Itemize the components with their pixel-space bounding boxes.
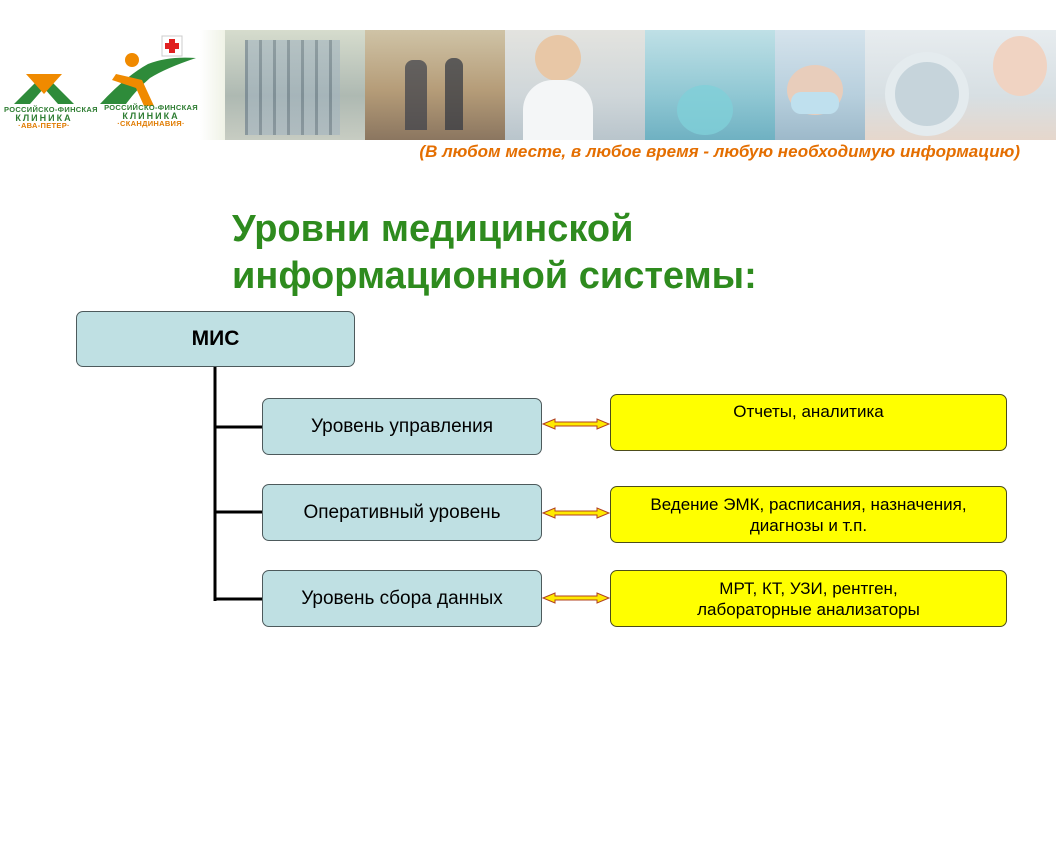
scandinavia-logo: РОССИЙСКО-ФИНСКАЯ КЛИНИКА ·СКАНДИНАВИЯ· (96, 34, 206, 134)
desc-management-box: Отчеты, аналитика (610, 394, 1007, 451)
building-photo (225, 30, 365, 140)
double-arrow-icon (541, 418, 611, 430)
level-operational-box: Оперативный уровень (262, 484, 542, 541)
mis-root-box: МИС (76, 311, 355, 367)
logo-right-line1: РОССИЙСКО-ФИНСКАЯ (104, 103, 198, 112)
tagline-text: В любом месте, в любое время - любую нео… (425, 142, 1015, 161)
desc-data-collection-box: МРТ, КТ, УЗИ, рентген, лабораторные анал… (610, 570, 1007, 627)
level-data-collection-label: Уровень сбора данных (301, 587, 503, 609)
mountain-logo-icon (14, 74, 74, 104)
level-management-label: Уровень управления (310, 415, 494, 437)
figure-cross-logo-icon (100, 35, 196, 106)
header-banner (0, 30, 1056, 140)
level-operational-label: Оперативный уровень (303, 501, 501, 523)
desc-data-collection-line1: МРТ, КТ, УЗИ, рентген, (719, 578, 898, 598)
desc-operational-box: Ведение ЭМК, расписания, назначения, диа… (610, 486, 1007, 543)
medical-equipment-photo (645, 30, 775, 140)
logo-left-line3: ·АВА-ПЕТЕР· (18, 121, 70, 130)
ava-peter-logo: РОССИЙСКО-ФИНСКАЯ КЛИНИКА ·АВА-ПЕТЕР· (4, 68, 98, 140)
desc-management-line1: Отчеты, аналитика (733, 402, 884, 421)
patient-scanner-photo (865, 30, 1056, 140)
title-line1: Уровни медицинской (232, 208, 634, 250)
doctor-microscope-photo (505, 30, 645, 140)
logo-right-line3: ·СКАНДИНАВИЯ· (117, 119, 185, 128)
slide-title: Уровни медицинской информационной систем… (232, 206, 757, 300)
level-data-collection-box: Уровень сбора данных (262, 570, 542, 627)
desc-operational-line2: диагнозы и т.п. (749, 515, 868, 535)
logo-left-line2: КЛИНИКА (15, 113, 73, 123)
level-management-box: Уровень управления (262, 398, 542, 455)
desc-data-collection-line2: лабораторные анализаторы (697, 599, 920, 619)
tagline: (В любом месте, в любое время - любую не… (419, 142, 1020, 161)
double-arrows (541, 418, 611, 604)
lobby-photo (365, 30, 505, 140)
logo-left-line1: РОССИЙСКО-ФИНСКАЯ (4, 105, 98, 114)
desc-operational-line1: Ведение ЭМК, расписания, назначения, (650, 494, 967, 514)
tree-lines (213, 367, 263, 601)
double-arrow-icon (541, 592, 611, 604)
double-arrow-icon (541, 507, 611, 519)
title-line2: информационной системы: (232, 255, 757, 297)
mis-root-label: МИС (191, 327, 240, 350)
surgeon-photo (775, 30, 865, 140)
logo-right-line2: КЛИНИКА (122, 111, 180, 121)
